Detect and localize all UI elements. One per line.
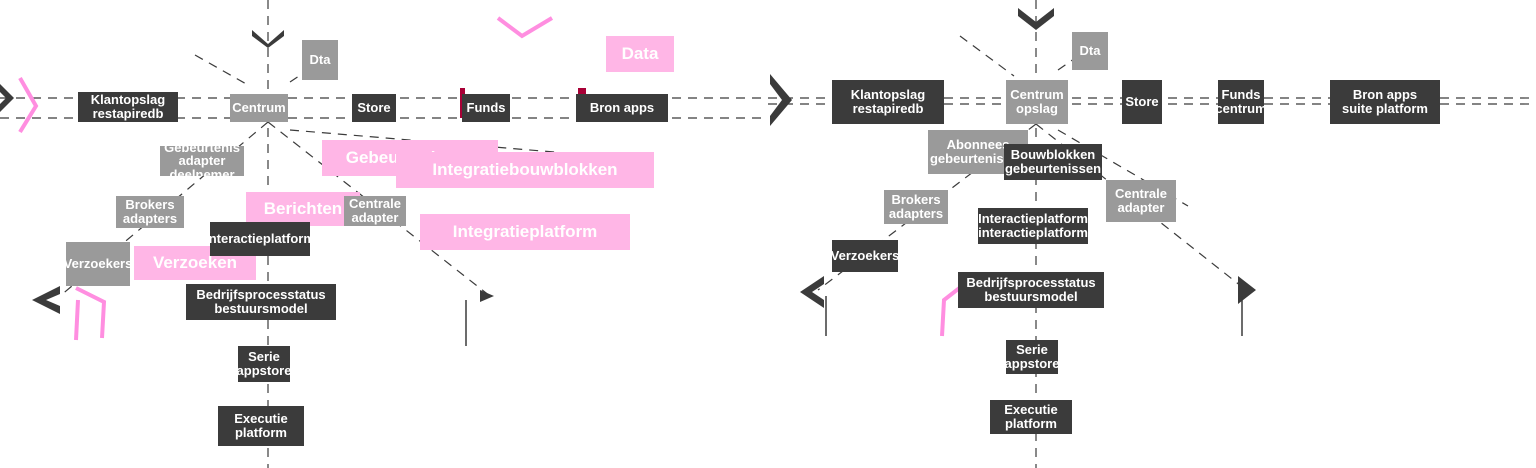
chevron-bottom-right <box>1238 276 1256 304</box>
bron-apps-box: Bron apps suite platform <box>1330 80 1440 124</box>
funds-box: Funds <box>462 94 510 122</box>
executie-box: Executie platform <box>218 406 304 446</box>
store-box: Store <box>1122 80 1162 124</box>
pink-chevron-bottom-left <box>940 284 964 337</box>
centrale-adapter-box: Centrale adapter <box>344 196 406 226</box>
brokers-box: Brokers adapters <box>116 196 184 228</box>
left-chevron-bottom-left <box>800 276 824 308</box>
right-connectors <box>768 0 1536 468</box>
dta-box: Dta <box>1072 32 1108 70</box>
pink-chevron-bottom-left <box>75 286 107 339</box>
berichten-box: Berichten <box>246 192 360 226</box>
pink-chevron-left-edge <box>18 77 39 134</box>
brokers-box: Brokers adapters <box>884 190 948 224</box>
left-chevron-bottom-left <box>32 286 60 314</box>
bron-apps-box: Bron apps <box>576 94 668 122</box>
integratieplatform-box: Integratieplatform <box>420 214 630 250</box>
data-box: Data <box>606 36 674 72</box>
right-architecture-panel: Klantopslag restapiredb Dta Centrum opsl… <box>768 0 1536 468</box>
chevron-bottom-center <box>480 290 494 302</box>
centrum-box: Centrum <box>230 94 288 122</box>
serie-box: Serie appstore <box>238 346 290 382</box>
connector-line <box>194 54 249 86</box>
gebeurtenis-adapter-box: Gebeurtenis adapter deelnemer <box>160 146 244 176</box>
pink-chevron-top <box>496 16 554 39</box>
serie-box: Serie appstore <box>1006 340 1058 374</box>
chevron-left-edge <box>0 84 14 112</box>
centrum-box: Centrum opslag <box>1006 80 1068 124</box>
verzoekers-box: Verzoekers <box>832 240 898 272</box>
interactieplatform-box: Interactieplatform <box>210 222 310 256</box>
executie-box: Executie platform <box>990 400 1072 434</box>
down-arrow-top <box>1018 8 1054 30</box>
bedrijfsprocessen-box: Bedrijfsprocesstatus bestuursmodel <box>186 284 336 320</box>
integratiebouwblokken-box: Integratiebouwblokken <box>396 152 654 188</box>
bedrijfsprocessen-box: Bedrijfsprocesstatus bestuursmodel <box>958 272 1104 308</box>
store-box: Store <box>352 94 396 122</box>
centrale-box: Centrale adapter <box>1106 180 1176 222</box>
dta-box: Dta <box>302 40 338 80</box>
chevron-left-edge <box>770 74 792 126</box>
down-arrow-top <box>252 30 284 48</box>
bouwblokken-box: Bouwblokken gebeurtenissen <box>1004 144 1102 180</box>
verzoekers-box: Verzoekers <box>66 242 130 286</box>
interactieplatform-box: Interactieplatform interactieplatform <box>978 208 1088 244</box>
connector-line <box>1057 51 1085 71</box>
connector-line <box>959 35 1015 77</box>
klantopslag-box: Klantopslag restapiredb <box>78 92 178 122</box>
funds-box: Funds centrum <box>1218 80 1264 124</box>
pink-bar <box>74 299 80 341</box>
klantopslag-box: Klantopslag restapiredb <box>832 80 944 124</box>
left-architecture-panel: Klantopslag restapiredb Centrum Dta Data… <box>0 0 768 468</box>
